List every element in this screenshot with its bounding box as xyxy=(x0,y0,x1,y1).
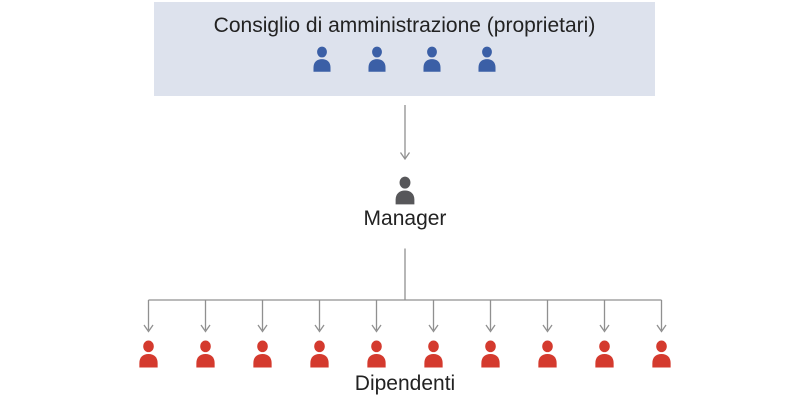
person-icon xyxy=(478,46,496,72)
person-icon xyxy=(196,340,215,368)
person-icon xyxy=(367,340,386,368)
board-box: Consiglio di amministrazione (proprietar… xyxy=(154,2,655,96)
employee-branch-arrows xyxy=(143,299,667,333)
employees-label: Dipendenti xyxy=(354,372,456,395)
person-icon xyxy=(652,340,671,368)
person-icon xyxy=(538,340,557,368)
person-icon xyxy=(310,340,329,368)
employees-icons xyxy=(135,339,675,372)
person-icon xyxy=(395,176,415,205)
person-icon xyxy=(481,340,500,368)
manager-label: Manager xyxy=(363,207,447,230)
person-icon xyxy=(595,340,614,368)
person-icon xyxy=(253,340,272,368)
person-icon xyxy=(139,340,158,368)
person-icon xyxy=(423,46,441,72)
board-title: Consiglio di amministrazione (proprietar… xyxy=(213,14,596,37)
person-icon xyxy=(313,46,331,72)
person-icon xyxy=(368,46,386,72)
person-icon xyxy=(424,340,443,368)
board-members-icons xyxy=(154,46,655,75)
arrow-board-to-manager xyxy=(399,105,411,161)
manager-icon-wrap xyxy=(390,176,420,208)
